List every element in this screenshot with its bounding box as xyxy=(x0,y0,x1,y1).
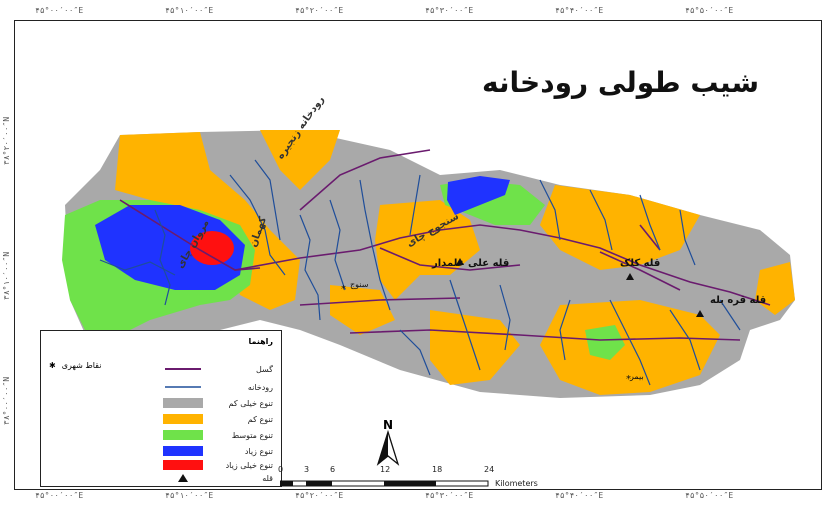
river-line-icon xyxy=(163,382,203,392)
legend-label: تنوع متوسط xyxy=(231,430,273,440)
legend-label: تنوع زیاد xyxy=(244,446,273,456)
swatch-icon xyxy=(163,460,203,470)
legend-item: قله xyxy=(155,472,273,484)
zone-high xyxy=(95,205,245,290)
legend-label: تنوع خیلی کم xyxy=(228,398,273,408)
zone-low xyxy=(260,130,340,190)
coord-bottom: ۴۵°۱۰′۰۰″E xyxy=(165,491,214,500)
scale-unit: Kilometers xyxy=(495,479,538,488)
town-markers: * * xyxy=(341,284,631,385)
zone-low xyxy=(540,300,720,395)
town-label: بیمر xyxy=(630,372,644,381)
legend-label: تنوع خیلی زیاد xyxy=(225,460,273,470)
scale-tick: 18 xyxy=(432,465,443,474)
legend-item: تنوع خیلی کم xyxy=(155,397,273,409)
legend-item: رودخانه xyxy=(155,381,273,393)
coord-bottom: ۴۵°۴۰′۰۰″E xyxy=(555,491,604,500)
peak-label: قله علی علمدار xyxy=(432,258,510,269)
town-icon: * xyxy=(626,374,631,385)
coord-top: ۴۵°۳۰′۰۰″E xyxy=(425,6,474,15)
scale-tick: 6 xyxy=(330,465,336,474)
coord-bottom: ۴۵°۲۰′۰۰″E xyxy=(295,491,344,500)
zone-very-high xyxy=(190,231,234,265)
rivers xyxy=(99,159,741,386)
peak-icon xyxy=(456,258,464,265)
coord-top: ۴۵°۲۰′۰۰″E xyxy=(295,6,344,15)
scale-tick: 3 xyxy=(304,465,310,474)
scale-tick: 0 xyxy=(278,465,284,474)
zone-low xyxy=(430,310,520,385)
town-label: سنوج xyxy=(350,280,369,289)
legend-city-label: نقاط شهری xyxy=(61,361,102,370)
swatch-icon xyxy=(163,446,203,456)
map-title: شیب طولی رودخانه xyxy=(482,66,759,99)
north-label: N xyxy=(383,418,394,432)
swatch-icon xyxy=(163,398,203,408)
peak-label: قله قره بله xyxy=(710,295,767,306)
map-legend: راهنما نقاط شهری ✱ گسل رودخانه تنوع خیلی… xyxy=(40,330,282,487)
peak-icon xyxy=(163,473,203,483)
peak-label: قله کلک xyxy=(620,258,661,269)
legend-label: قله xyxy=(262,473,273,483)
zone-low xyxy=(755,262,795,315)
legend-item: گسل xyxy=(155,363,273,375)
legend-title: راهنما xyxy=(248,337,273,346)
peak-icon xyxy=(626,273,634,280)
fault-lines xyxy=(119,149,771,341)
scale-tick: 24 xyxy=(484,465,495,474)
legend-item: تنوع متوسط xyxy=(155,429,273,441)
zone-low xyxy=(330,285,395,335)
legend-city: نقاط شهری ✱ xyxy=(49,361,101,370)
scale-bar-icon xyxy=(280,480,489,487)
swatch-icon xyxy=(163,430,203,440)
coord-top: ۴۵°۴۰′۰۰″E xyxy=(555,6,604,15)
peak-icon xyxy=(696,310,704,317)
legend-label: رودخانه xyxy=(247,382,273,392)
legend-item: تنوع خیلی زیاد xyxy=(155,459,273,471)
coord-top: ۴۵°۱۰′۰۰″E xyxy=(165,6,214,15)
scale-tick: 12 xyxy=(380,465,391,474)
fault-line-icon xyxy=(163,364,203,374)
coord-top: ۴۵°۰۰′۰۰″E xyxy=(35,6,84,15)
legend-label: گسل xyxy=(255,364,273,374)
legend-label: تنوع کم xyxy=(247,414,273,424)
coord-top: ۴۵°۵۰′۰۰″E xyxy=(685,6,734,15)
legend-item: تنوع کم xyxy=(155,413,273,425)
legend-item: تنوع زیاد xyxy=(155,445,273,457)
coord-bottom: ۴۵°۰۰′۰۰″E xyxy=(35,491,84,500)
coord-bottom: ۴۵°۵۰′۰۰″E xyxy=(685,491,734,500)
coord-bottom: ۴۵°۳۰′۰۰″E xyxy=(425,491,474,500)
north-arrow-icon xyxy=(376,430,400,466)
zone-low xyxy=(375,200,480,300)
north-arrow: N xyxy=(374,418,404,468)
town-icon: ✱ xyxy=(49,361,56,370)
zone-high xyxy=(447,176,510,215)
zone-medium xyxy=(585,325,625,360)
swatch-icon xyxy=(163,414,203,424)
peak-markers xyxy=(456,258,704,317)
town-icon: * xyxy=(341,284,346,295)
